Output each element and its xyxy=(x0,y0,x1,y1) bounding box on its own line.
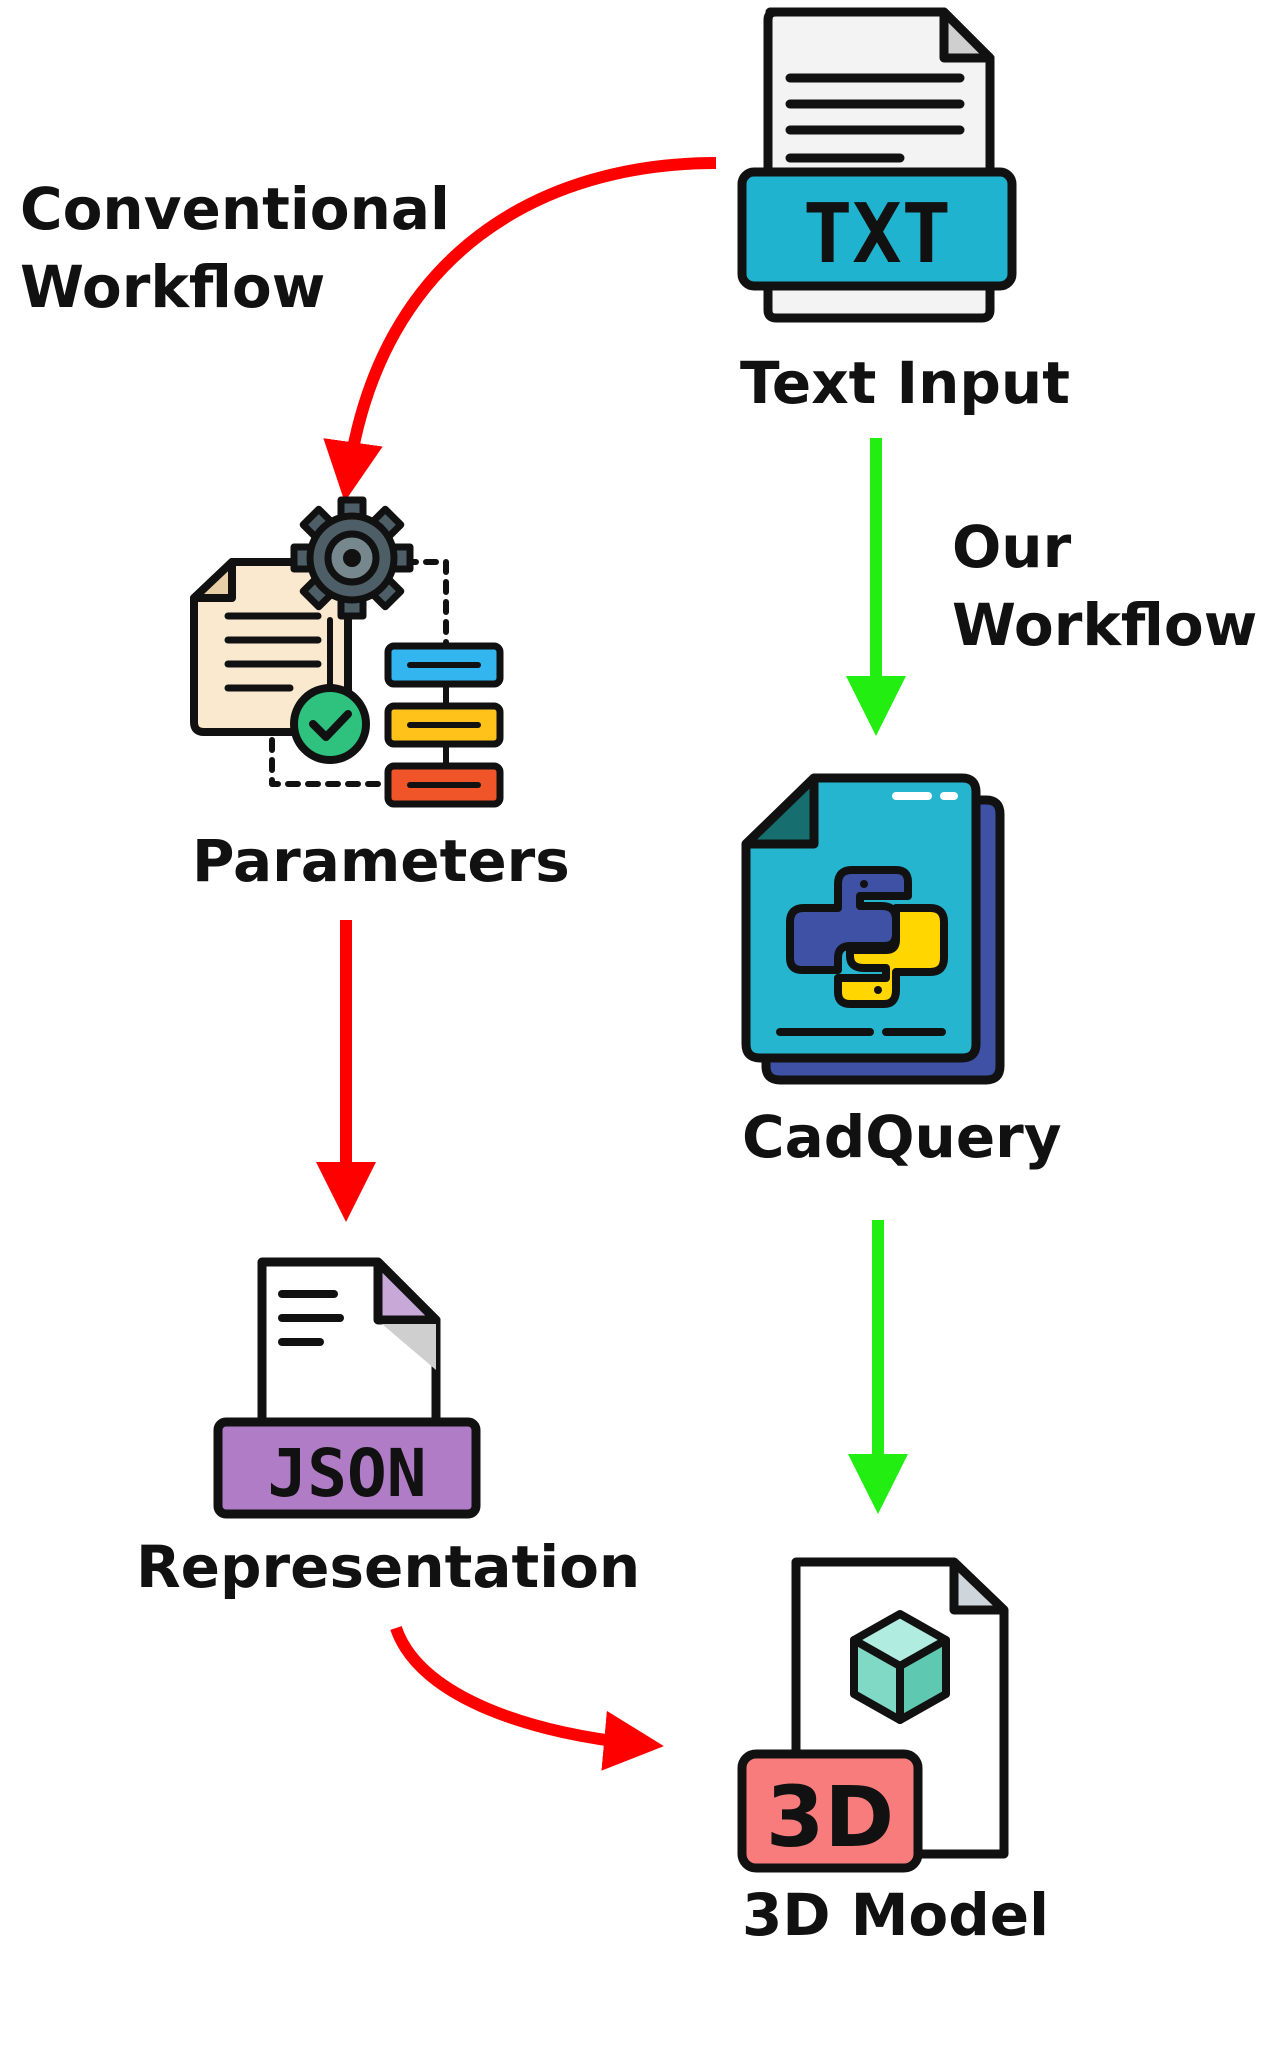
node-label-text-input: Text Input xyxy=(740,349,1070,417)
node-label-cadquery: CadQuery xyxy=(742,1103,1062,1171)
ours-line2: Workflow xyxy=(952,591,1258,659)
json-file-icon: JSON xyxy=(213,1257,481,1519)
workflow-settings-icon xyxy=(190,496,504,808)
3d-model-file-icon: 3D xyxy=(737,1557,1009,1873)
arrow-text-to-parameters xyxy=(323,157,717,502)
arrow-representation-to-3d-model xyxy=(390,1625,664,1771)
conventional-line2: Workflow xyxy=(20,253,326,321)
json-badge: JSON xyxy=(268,1435,427,1512)
python-file-icon xyxy=(741,773,1005,1085)
workflow-label-ours: Our Workflow xyxy=(952,518,1257,654)
node-label-parameters: Parameters xyxy=(192,827,570,895)
3d-badge: 3D xyxy=(766,1768,894,1866)
txt-badge: TXT xyxy=(803,187,951,282)
node-label-3d-model: 3D Model xyxy=(742,1881,1049,1949)
node-label-representation: Representation xyxy=(136,1533,641,1601)
ours-line1: Our xyxy=(952,513,1072,581)
workflow-label-conventional: Conventional Workflow xyxy=(20,180,450,316)
conventional-line1: Conventional xyxy=(20,175,450,243)
txt-file-icon: TXT xyxy=(737,7,1017,323)
